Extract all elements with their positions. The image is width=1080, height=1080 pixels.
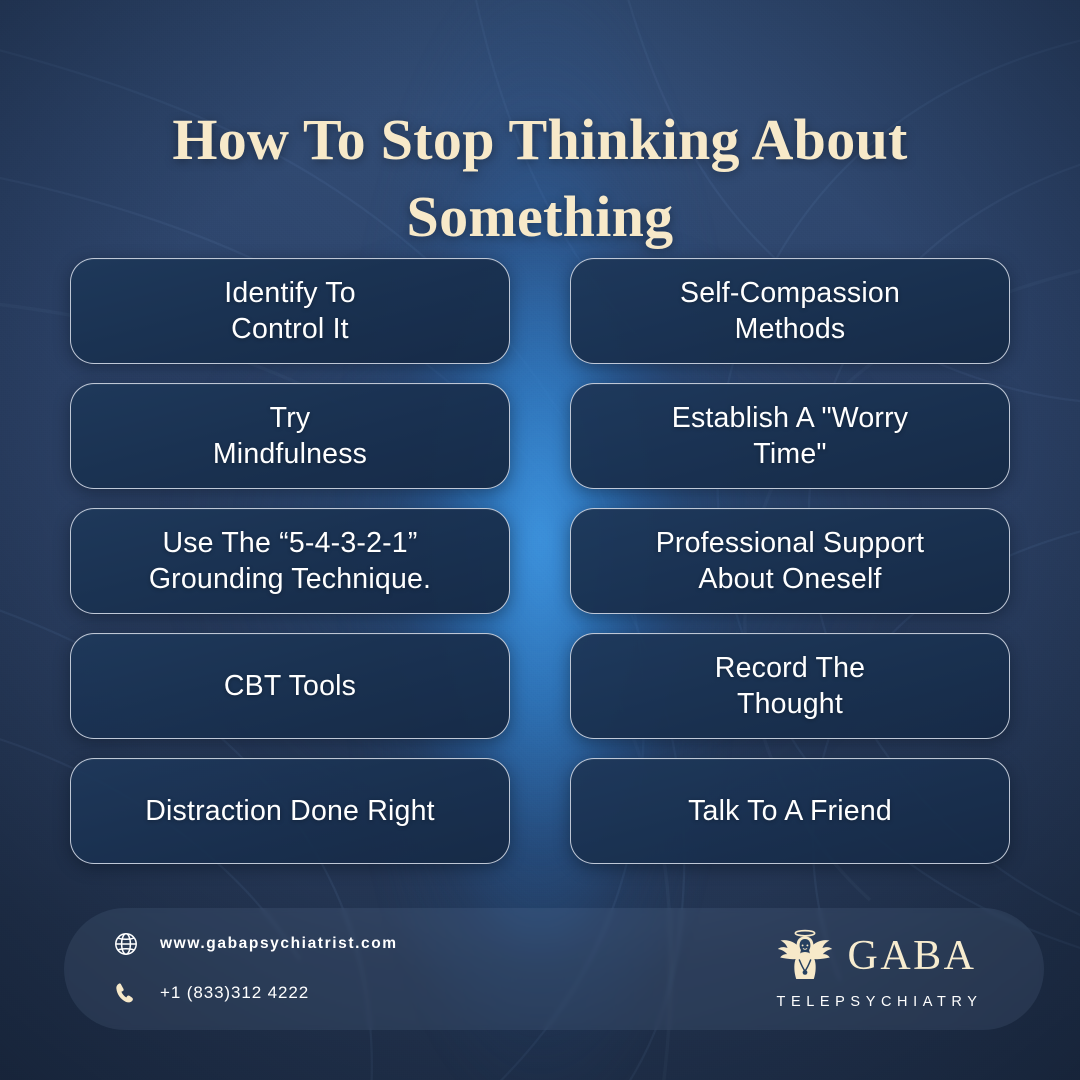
logo-top-row: GABA: [762, 925, 992, 987]
tip-card[interactable]: CBT Tools: [70, 633, 510, 739]
brand-logo[interactable]: GABA TELEPSYCHIATRY: [762, 925, 992, 1010]
tip-card-label: Use The “5-4-3-2-1” Grounding Technique.: [148, 526, 432, 595]
phone-icon: [112, 980, 139, 1007]
tip-card[interactable]: Establish A "Worry Time": [570, 383, 1010, 489]
tip-card-label: Self-Compassion Methods: [679, 276, 900, 345]
tip-card[interactable]: Identify To Control It: [70, 258, 510, 364]
tip-card[interactable]: Distraction Done Right: [70, 758, 510, 864]
page-title: How To Stop Thinking About Something: [172, 106, 908, 249]
phone-row[interactable]: +1 (833)312 4222: [112, 977, 398, 1009]
tip-card[interactable]: Self-Compassion Methods: [570, 258, 1010, 364]
website-row[interactable]: www.gabapsychiatrist.com: [112, 928, 398, 960]
tip-card[interactable]: Talk To A Friend: [570, 758, 1010, 864]
logo-tagline: TELEPSYCHIATRY: [776, 994, 983, 1010]
tip-card-label: Identify To Control It: [224, 276, 356, 345]
tip-card-label: Distraction Done Right: [145, 794, 435, 827]
tip-card-label: Record The Thought: [714, 651, 866, 720]
phone-text: +1 (833)312 4222: [160, 983, 310, 1002]
tip-card-label: Try Mindfulness: [212, 401, 368, 470]
tip-card[interactable]: Professional Support About Oneself: [570, 508, 1010, 614]
footer-bar: [64, 908, 1044, 1030]
tip-card[interactable]: Use The “5-4-3-2-1” Grounding Technique.: [70, 508, 510, 614]
tip-card[interactable]: Record The Thought: [570, 633, 1010, 739]
tip-card[interactable]: Try Mindfulness: [70, 383, 510, 489]
tip-card-label: Talk To A Friend: [688, 794, 892, 827]
tip-card-label: Establish A "Worry Time": [671, 401, 909, 470]
tips-grid: Identify To Control It Self-Compassion M…: [70, 258, 1010, 864]
globe-icon: [112, 931, 139, 958]
angel-icon: [777, 927, 833, 985]
logo-wordmark: GABA: [847, 933, 977, 979]
contact-info: www.gabapsychiatrist.com +1 (833)312 422…: [112, 928, 398, 1009]
tip-card-label: Professional Support About Oneself: [655, 526, 925, 595]
website-text: www.gabapsychiatrist.com: [160, 935, 398, 952]
tip-card-label: CBT Tools: [223, 669, 357, 702]
